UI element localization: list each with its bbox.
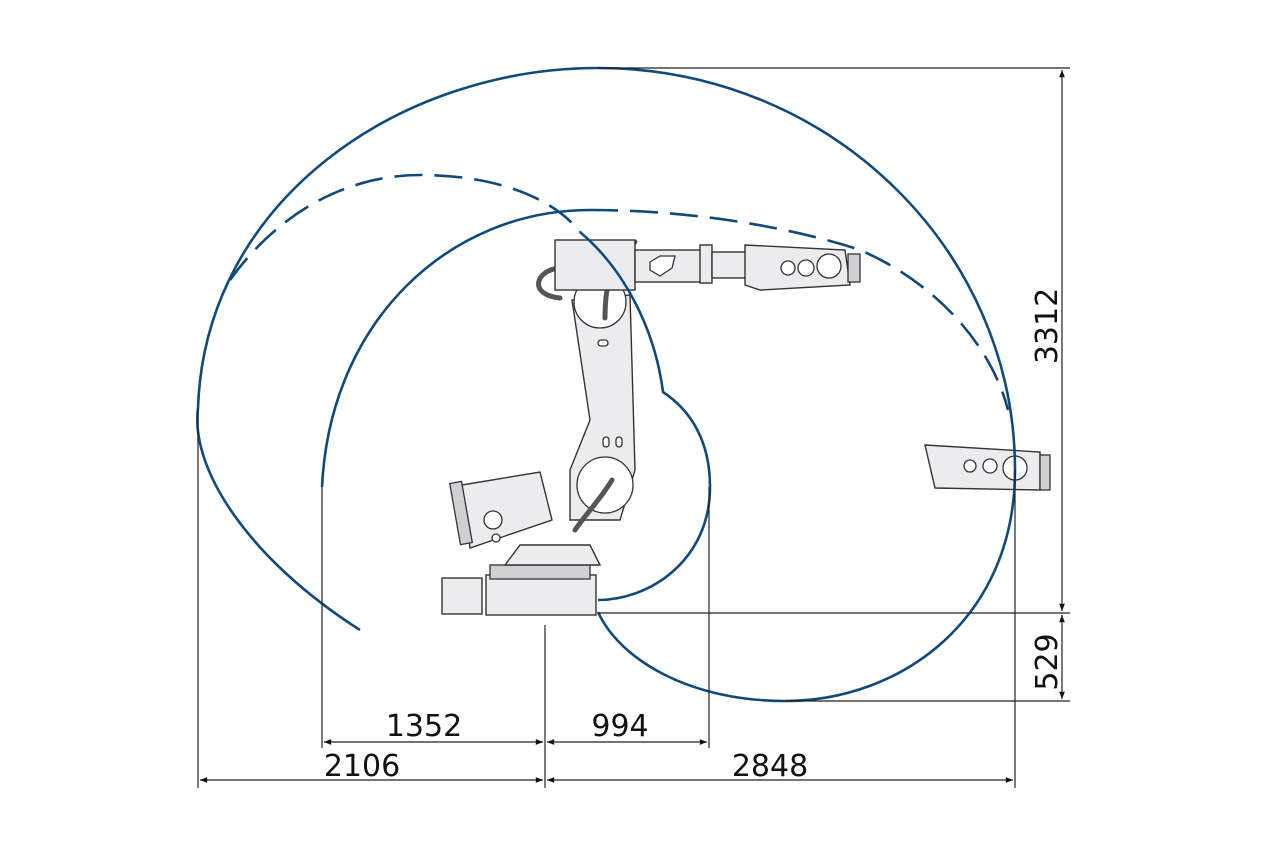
robot-counterweight-motor: [448, 471, 553, 549]
robot-wrist-lowered: [924, 444, 1051, 491]
robot-base: [441, 544, 602, 616]
inner-arc-curve: [320, 208, 591, 488]
dim-depth-label: 529: [1030, 633, 1065, 690]
dim-inner-right-label: 994: [591, 709, 648, 744]
dim-reach-left-label: 2106: [324, 749, 400, 784]
dim-height-label: 3312: [1030, 288, 1065, 364]
dashed-wrist-curve: [589, 208, 1010, 411]
dim-reach-right-label: 2848: [732, 749, 808, 784]
robot-lower-arm: [569, 275, 636, 521]
dim-inner-left-label: 1352: [386, 709, 462, 744]
inner-envelope-curve: [579, 231, 712, 602]
robot-illustration: [441, 239, 1051, 616]
dimension-lines: [197, 67, 1070, 788]
robot-upper-arm: [554, 239, 861, 291]
dashed-mid-curve: [228, 173, 582, 281]
